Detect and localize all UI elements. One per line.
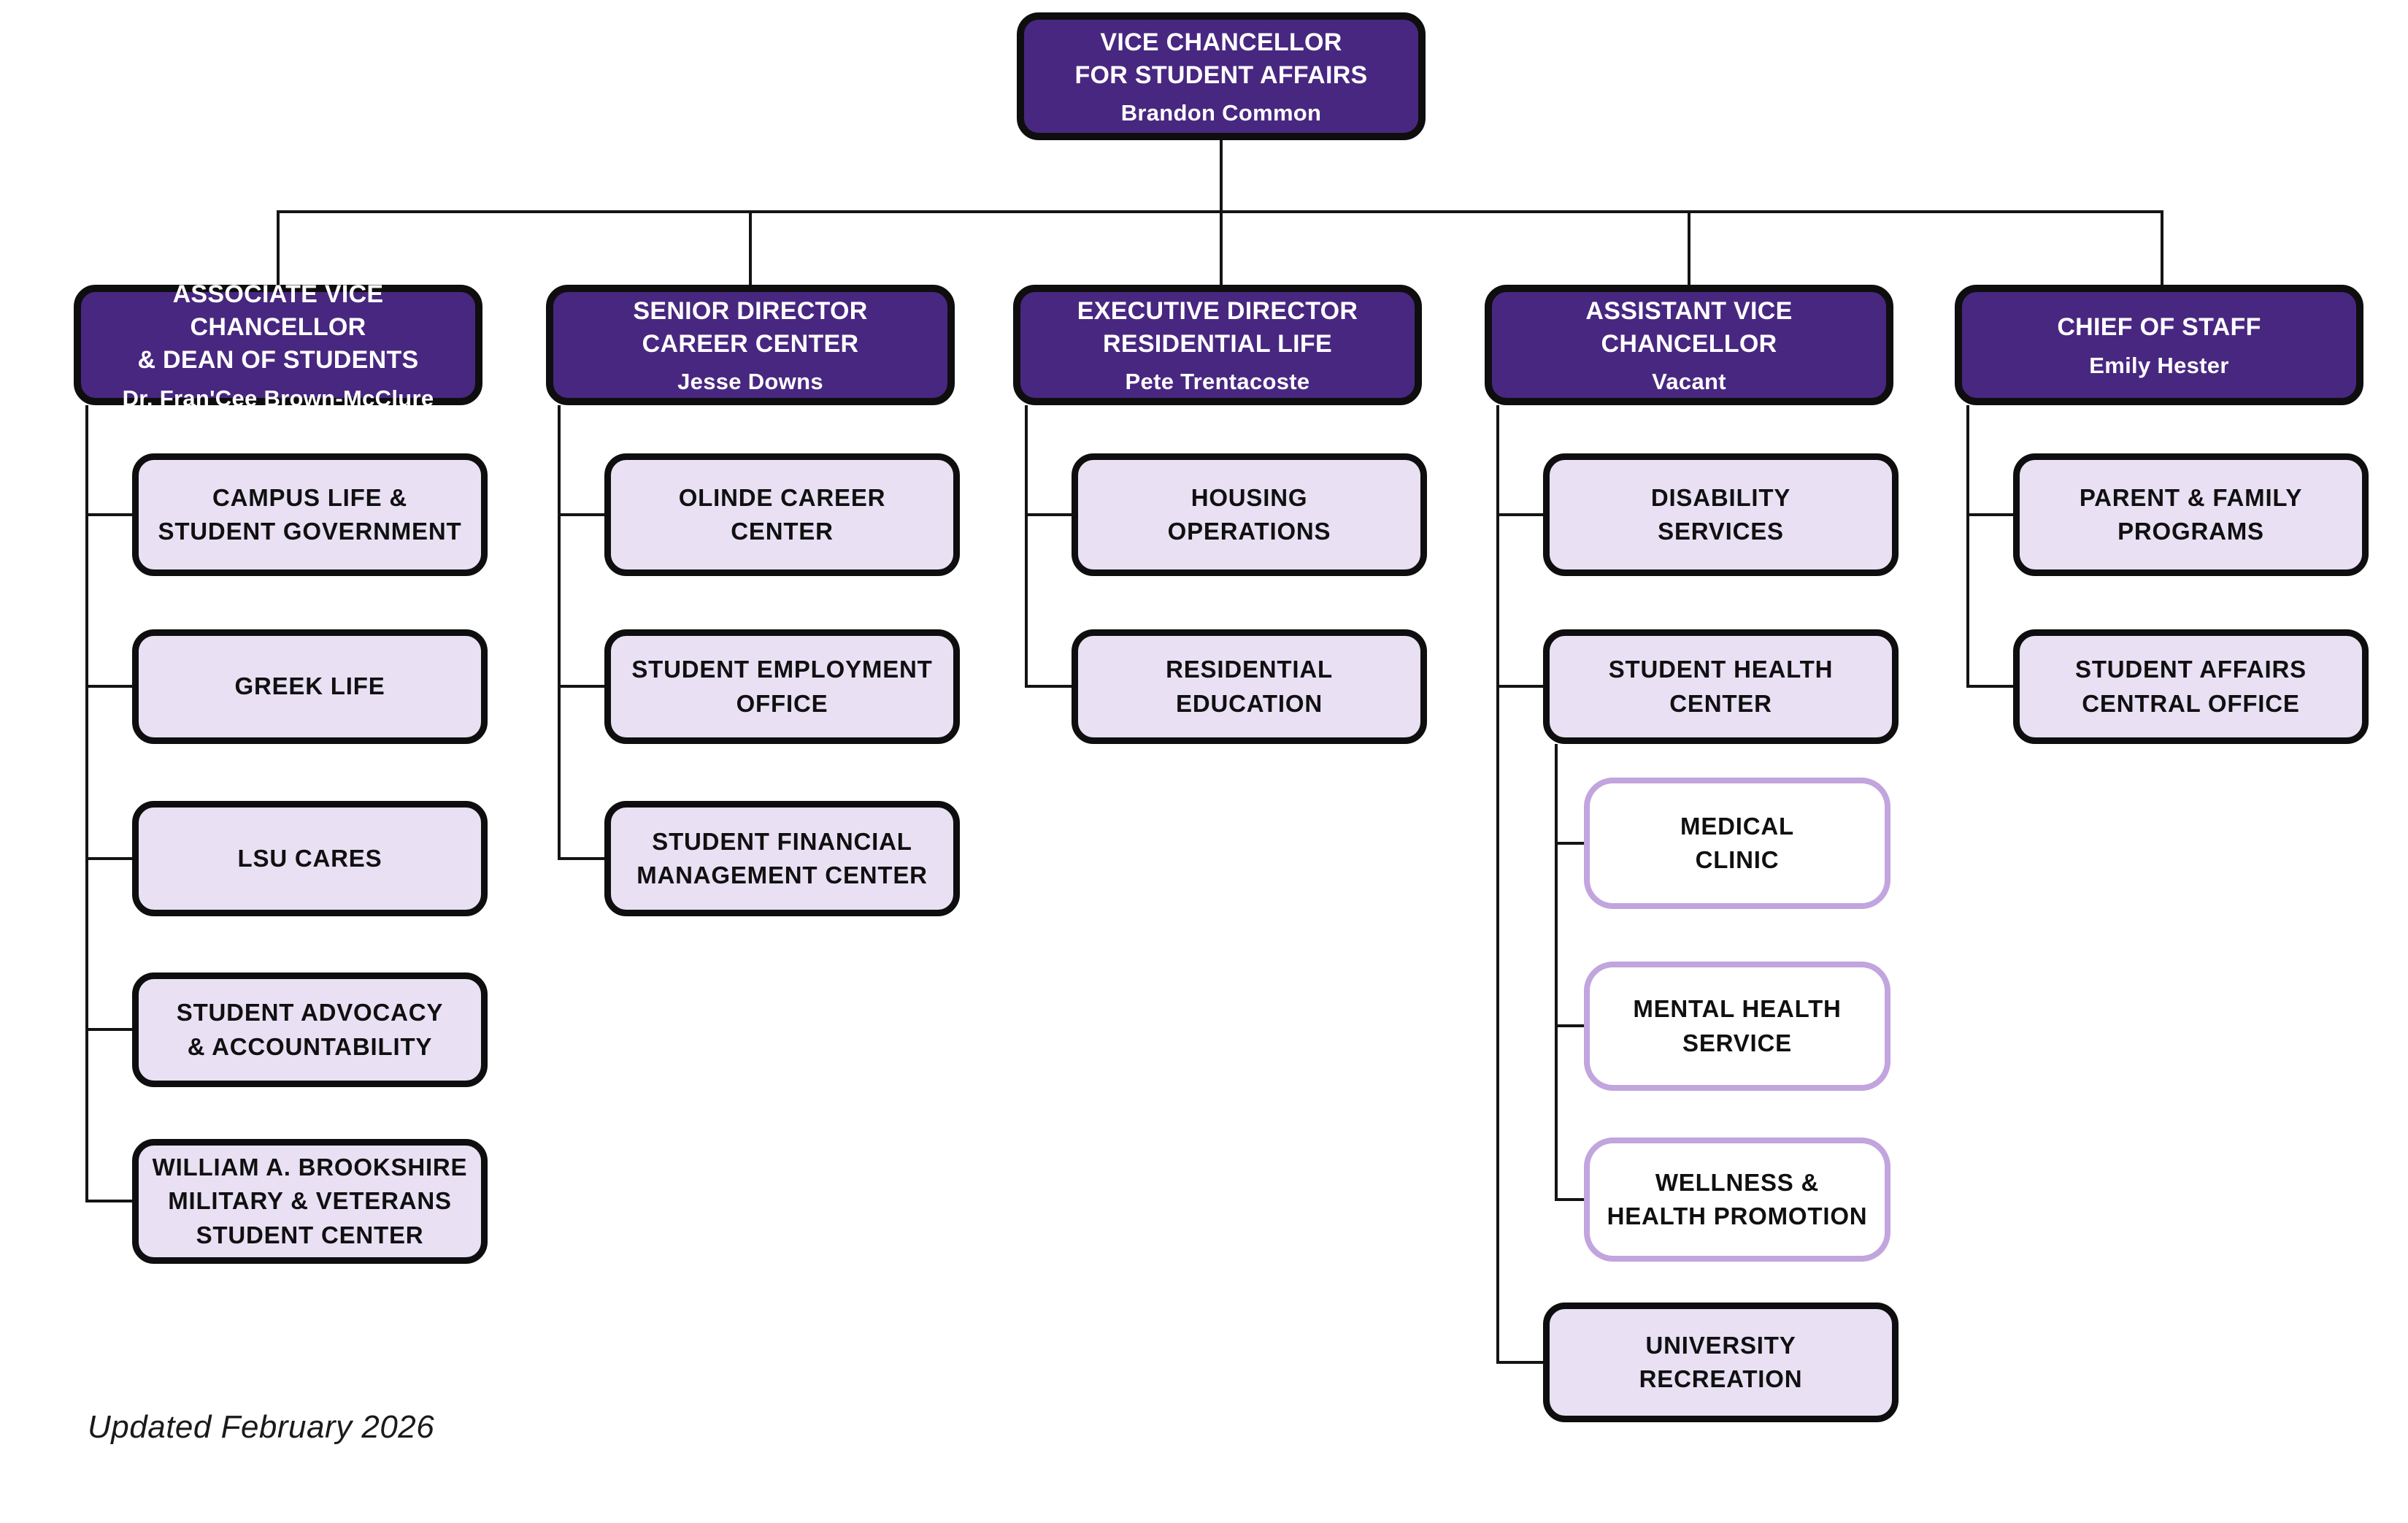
org-box-housing-operations: HOUSING OPERATIONS [1072, 453, 1427, 576]
org-box-student-health-center: STUDENT HEALTH CENTER [1543, 629, 1899, 744]
org-box-greek-life: GREEK LIFE [132, 629, 488, 744]
org-box-title: VICE CHANCELLOR FOR STUDENT AFFAIRS [1074, 28, 1368, 89]
connector-health-center-stub-3 [1555, 1198, 1584, 1201]
connector-branch2-stub-1 [558, 513, 604, 516]
connector-drop-branch-2 [749, 210, 752, 285]
org-box-title: SENIOR DIRECTOR CAREER CENTER [633, 296, 868, 358]
org-box-label: RESIDENTIAL EDUCATION [1166, 656, 1333, 717]
connector-branch1-spine [85, 405, 88, 1202]
org-box-disability-services: DISABILITY SERVICES [1543, 453, 1899, 576]
org-box-label: MEDICAL CLINIC [1680, 812, 1794, 873]
org-box-label: STUDENT HEALTH CENTER [1608, 656, 1834, 717]
connector-branch2-spine [558, 405, 561, 860]
org-box-label: CAMPUS LIFE & STUDENT GOVERNMENT [158, 483, 462, 545]
org-box-label: STUDENT AFFAIRS CENTRAL OFFICE [2075, 656, 2307, 717]
org-box-military-veterans-student-center: WILLIAM A. BROOKSHIRE MILITARY & VETERAN… [132, 1139, 488, 1264]
org-box-associate-vice-chancellor: ASSOCIATE VICE CHANCELLOR & DEAN OF STUD… [74, 280, 482, 411]
org-box-senior-director-career-center: SENIOR DIRECTOR CAREER CENTER Jesse Down… [546, 285, 955, 405]
connector-health-center-spine [1555, 744, 1558, 1201]
org-box-assistant-vice-chancellor: ASSISTANT VICE CHANCELLOR Vacant [1485, 285, 1893, 405]
connector-branch3-spine [1025, 405, 1028, 688]
connector-branch4-stub-1 [1496, 513, 1543, 516]
org-box-medical-clinic: MEDICAL CLINIC [1584, 778, 1890, 909]
connector-branch1-stub-3 [85, 857, 132, 860]
org-box-wellness-health-promotion: WELLNESS & HEALTH PROMOTION [1584, 1138, 1890, 1262]
connector-branch3-stub-1 [1025, 513, 1072, 516]
org-box-person: Brandon Common [1120, 100, 1322, 126]
connector-branch5-spine [1966, 405, 1969, 688]
org-box-label: UNIVERSITY RECREATION [1639, 1331, 1803, 1392]
org-box-label: MENTAL HEALTH SERVICE [1633, 995, 1842, 1056]
org-box-student-financial-management-center: STUDENT FINANCIAL MANAGEMENT CENTER [604, 801, 960, 916]
connector-branch4-spine [1496, 405, 1499, 1364]
connector-branch4-stub-3 [1496, 1361, 1543, 1364]
org-box-person: Emily Hester [2089, 352, 2229, 378]
org-box-label: HOUSING OPERATIONS [1167, 483, 1331, 545]
org-box-label: WILLIAM A. BROOKSHIRE MILITARY & VETERAN… [152, 1154, 468, 1248]
org-box-mental-health-service: MENTAL HEALTH SERVICE [1584, 962, 1890, 1091]
connector-health-center-stub-2 [1555, 1024, 1584, 1027]
connector-branch2-stub-2 [558, 685, 604, 688]
org-box-parent-family-programs: PARENT & FAMILY PROGRAMS [2013, 453, 2369, 576]
org-box-person: Vacant [1652, 369, 1726, 395]
org-box-label: WELLNESS & HEALTH PROMOTION [1607, 1168, 1868, 1229]
org-box-label: STUDENT ADVOCACY & ACCOUNTABILITY [176, 999, 444, 1060]
org-box-person: Jesse Downs [677, 369, 823, 395]
org-box-student-advocacy-accountability: STUDENT ADVOCACY & ACCOUNTABILITY [132, 973, 488, 1087]
org-box-chief-of-staff: CHIEF OF STAFF Emily Hester [1955, 285, 2363, 405]
org-box-student-employment-office: STUDENT EMPLOYMENT OFFICE [604, 629, 960, 744]
connector-branch3-stub-2 [1025, 685, 1072, 688]
connector-health-center-stub-1 [1555, 842, 1584, 845]
org-box-label: PARENT & FAMILY PROGRAMS [2079, 483, 2303, 545]
connector-drop-branch-3 [1220, 210, 1223, 285]
org-box-university-recreation: UNIVERSITY RECREATION [1543, 1303, 1899, 1422]
connector-drop-branch-1 [277, 210, 280, 285]
connector-branch5-stub-1 [1966, 513, 2013, 516]
org-box-label: OLINDE CAREER CENTER [678, 483, 886, 545]
org-box-person: Pete Trentacoste [1125, 369, 1310, 395]
org-box-title: EXECUTIVE DIRECTOR RESIDENTIAL LIFE [1077, 296, 1358, 358]
connector-branch1-stub-2 [85, 685, 132, 688]
updated-note: Updated February 2026 [88, 1409, 435, 1445]
org-box-label: STUDENT FINANCIAL MANAGEMENT CENTER [636, 827, 928, 889]
connector-branch1-stub-1 [85, 513, 132, 516]
org-box-student-affairs-central-office: STUDENT AFFAIRS CENTRAL OFFICE [2013, 629, 2369, 744]
org-box-campus-life-student-government: CAMPUS LIFE & STUDENT GOVERNMENT [132, 453, 488, 576]
org-box-vice-chancellor: VICE CHANCELLOR FOR STUDENT AFFAIRS Bran… [1017, 12, 1426, 140]
org-box-label: GREEK LIFE [234, 672, 385, 700]
org-box-title: ASSOCIATE VICE CHANCELLOR & DEAN OF STUD… [137, 280, 419, 374]
org-box-label: STUDENT EMPLOYMENT OFFICE [631, 656, 933, 717]
connector-branch2-stub-3 [558, 857, 604, 860]
connector-drop-branch-5 [2161, 210, 2163, 285]
connector-drop-branch-4 [1688, 210, 1690, 285]
org-box-label: LSU CARES [237, 844, 382, 872]
connector-branch1-stub-4 [85, 1028, 132, 1031]
org-box-label: DISABILITY SERVICES [1650, 483, 1791, 545]
org-box-person: Dr. Fran'Cee Brown-McClure [122, 385, 434, 411]
org-box-title: CHIEF OF STAFF [2057, 313, 2261, 342]
org-box-lsu-cares: LSU CARES [132, 801, 488, 916]
connector-branch4-stub-2 [1496, 685, 1543, 688]
org-box-residential-education: RESIDENTIAL EDUCATION [1072, 629, 1427, 744]
connector-branch5-stub-2 [1966, 685, 2013, 688]
org-box-executive-director-residential-life: EXECUTIVE DIRECTOR RESIDENTIAL LIFE Pete… [1013, 285, 1422, 405]
connector-branch1-stub-5 [85, 1200, 132, 1202]
connector-root-stem [1220, 140, 1223, 212]
org-box-olinde-career-center: OLINDE CAREER CENTER [604, 453, 960, 576]
org-box-title: ASSISTANT VICE CHANCELLOR [1585, 296, 1793, 358]
